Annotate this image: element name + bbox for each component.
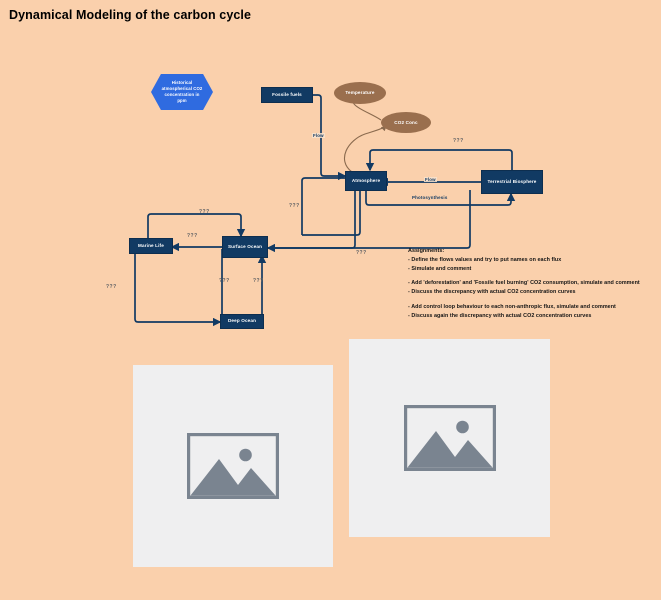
assignments-title: Assignments: <box>408 248 445 254</box>
node-temperature[interactable]: Temperature <box>334 82 386 104</box>
edge-label-photosynthesis: Photosynthesis <box>412 195 448 200</box>
node-temperature-label: Temperature <box>345 90 375 96</box>
unknown-flux-label-4: ??? <box>199 209 210 215</box>
assignment-item-2: - Simulate and comment <box>408 265 472 272</box>
assignment-item-6: - Discuss again the discrepancy with act… <box>408 312 592 319</box>
image-placeholder-left[interactable] <box>133 365 333 567</box>
unknown-flux-label-8: ??? <box>253 278 264 284</box>
edge-atmosphere-to-surface-ocean <box>266 191 356 253</box>
edge-label-fossile-flow: Flow <box>312 133 325 138</box>
edge-marine-to-surface-top <box>147 213 246 240</box>
edge-atmosphere-photosynthesis-to-biosphere <box>365 191 516 206</box>
edge-surface-ocean-to-deep-ocean <box>221 249 251 327</box>
node-marine-life-label: Marine Life <box>138 242 164 248</box>
assignment-item-3: - Add 'deforestation' and 'Fossile fuel … <box>408 280 640 287</box>
edge-marine-life-to-deep-ocean <box>134 254 222 327</box>
node-deep-ocean[interactable]: Deep Ocean <box>220 314 264 329</box>
unknown-flux-label-3: ??? <box>356 250 367 256</box>
node-deep-ocean-label: Deep Ocean <box>227 318 257 324</box>
broken-image-icon <box>187 433 279 499</box>
node-marine-life[interactable]: Marine Life <box>129 238 173 254</box>
assignment-item-1: - Define the flows values and try to put… <box>408 256 562 263</box>
node-atmosphere[interactable]: Atmosphere <box>345 171 387 191</box>
unknown-flux-label-6: ??? <box>106 284 117 290</box>
node-historical-co2-label: Historical atmospherical CO2 concentrati… <box>161 79 203 104</box>
unknown-flux-label-7: ??? <box>219 278 230 284</box>
node-terrestrial-biosphere-label: Terrestrial Biosphere <box>487 178 537 184</box>
edge-atmosphere-to-co2conc <box>344 125 387 173</box>
node-fossile-fuels[interactable]: Fossile fuels <box>261 87 313 103</box>
node-historical-co2[interactable]: Historical atmospherical CO2 concentrati… <box>151 74 213 110</box>
unknown-flux-label-1: ??? <box>453 138 464 144</box>
node-fossile-fuels-label: Fossile fuels <box>272 91 302 97</box>
assignment-item-4: - Discuss the discrepancy with actual CO… <box>408 289 576 295</box>
node-terrestrial-biosphere[interactable]: Terrestrial Biosphere <box>481 170 543 194</box>
edge-atmosphere-loop-down <box>302 191 361 236</box>
edge-label-biosphere-flow: Flow <box>424 177 437 182</box>
broken-image-icon <box>403 405 496 471</box>
node-surface-ocean-label: Surface Ocean <box>227 243 263 249</box>
image-placeholder-right[interactable] <box>349 339 550 537</box>
node-surface-ocean[interactable]: Surface Ocean <box>222 236 268 258</box>
assignment-item-5: - Add control loop behaviour to each non… <box>408 303 616 310</box>
edge-atmosphere-loop-up <box>301 177 345 235</box>
node-co2-conc-label: CO2 Conc <box>394 119 418 125</box>
unknown-flux-label-5: ??? <box>187 233 198 239</box>
page-title: Dynamical Modeling of the carbon cycle <box>9 8 252 22</box>
node-atmosphere-label: Atmosphere <box>351 177 381 183</box>
edge-atmosphere-return-a <box>296 191 367 256</box>
edge-biosphere-top-to-atmosphere <box>365 149 513 172</box>
assignments-block: Assignments: - Define the flows values a… <box>408 247 640 320</box>
node-co2-conc[interactable]: CO2 Conc <box>381 112 431 133</box>
edge-right-loop-to-surface-ocean <box>272 190 471 249</box>
unknown-flux-label-2: ??? <box>289 203 300 209</box>
